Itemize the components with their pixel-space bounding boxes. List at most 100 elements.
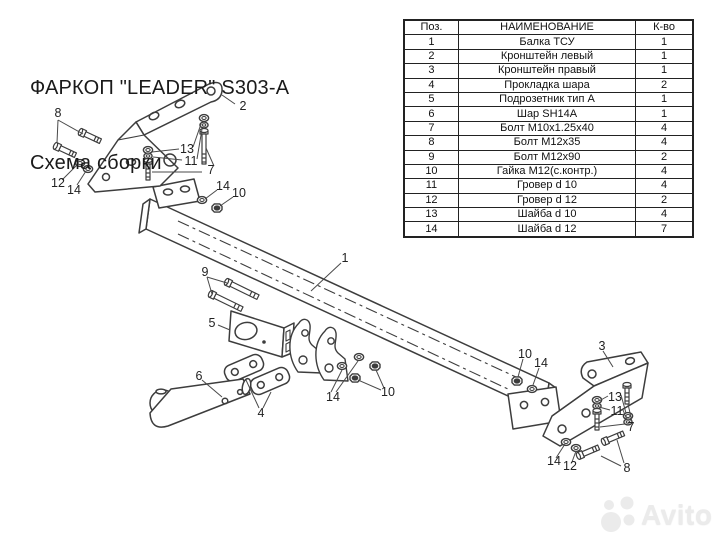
- cell-name: Кронштейн левый: [457, 48, 637, 65]
- cell-qty: 4: [635, 163, 694, 180]
- cell-name: Балка ТСУ: [457, 34, 637, 50]
- cell-name: Кронштейн правый: [457, 63, 637, 79]
- cell-pos: 2: [403, 48, 459, 65]
- table-header-row: Поз. НАИМЕНОВАНИЕ К-во: [403, 19, 694, 36]
- leader-lines: [56, 94, 633, 467]
- callout-14: 14: [67, 183, 81, 197]
- cell-pos: 9: [403, 149, 459, 165]
- left-bracket-part: [87, 81, 223, 193]
- callout-14e: 14: [547, 454, 561, 468]
- header-qty: К-во: [635, 19, 694, 36]
- callout-12: 12: [51, 176, 65, 190]
- cell-name: Гровер d 12: [457, 192, 637, 209]
- washer14-icon: [560, 437, 572, 447]
- cell-qty: 4: [635, 207, 694, 223]
- cell-qty: 1: [635, 91, 694, 108]
- header-name: НАИМЕНОВАНИЕ: [457, 19, 637, 36]
- cell-pos: 3: [403, 63, 459, 79]
- callout-14d: 14: [534, 356, 548, 370]
- cell-pos: 4: [403, 77, 459, 93]
- cell-pos: 8: [403, 135, 459, 151]
- cell-qty: 1: [635, 34, 694, 50]
- callout-2: 2: [240, 99, 247, 113]
- cell-name: Болт M10x1.25x40: [457, 120, 637, 137]
- cell-name: Болт M12x90: [457, 149, 637, 165]
- cell-qty: 1: [635, 63, 694, 79]
- cell-qty: 1: [635, 106, 694, 122]
- washer14-icon: [336, 361, 348, 371]
- title-line1: ФАРКОП "LEADER" S303-A: [30, 77, 290, 99]
- watermark-text: Avito: [641, 499, 713, 530]
- callout-8: 8: [55, 106, 62, 120]
- callout-7b: 7: [628, 420, 635, 434]
- cell-qty: 4: [635, 120, 694, 137]
- cell-pos: 14: [403, 221, 459, 238]
- cell-qty: 1: [635, 48, 694, 65]
- cell-name: Болт M12x35: [457, 135, 637, 151]
- callout-11: 11: [185, 154, 198, 168]
- callouts: 2 8 12 14 13 11 7 14 10 1 9 5 6 4 14 10 …: [51, 99, 634, 475]
- callout-13: 13: [180, 142, 194, 156]
- beam-mounting-tabs: [289, 318, 349, 382]
- callout-10: 10: [232, 186, 246, 200]
- cell-pos: 1: [403, 34, 459, 50]
- cell-name: Шайба d 12: [457, 221, 637, 238]
- callout-5: 5: [209, 316, 216, 330]
- callout-11b: 11: [611, 404, 624, 418]
- nut10-icon: [511, 376, 523, 386]
- ball-arm-part: [149, 377, 252, 428]
- cell-pos: 6: [403, 106, 459, 122]
- cell-name: Подрозетник тип А: [457, 91, 637, 108]
- cell-pos: 10: [403, 163, 459, 180]
- cell-qty: 2: [635, 149, 694, 165]
- cell-pos: 5: [403, 91, 459, 108]
- socket-plate-part: [228, 310, 295, 358]
- callout-10b: 10: [381, 385, 395, 399]
- callout-3: 3: [599, 339, 606, 353]
- callout-14c: 14: [326, 390, 340, 404]
- nut10-icon: [349, 373, 361, 383]
- cell-name: Шайба d 10: [457, 207, 637, 223]
- callout-1: 1: [342, 251, 349, 265]
- cell-name: Прокладка шара: [457, 77, 637, 93]
- cell-name: Гайка M12(с.контр.): [457, 163, 637, 180]
- watermark: Avito: [599, 496, 712, 534]
- cell-qty: 4: [635, 135, 694, 151]
- callout-4: 4: [258, 406, 265, 420]
- ball-gasket-parts: [223, 353, 291, 396]
- drawing-title: ФАРКОП "LEADER" S303-A Схема сборки: [30, 26, 289, 226]
- cell-pos: 13: [403, 207, 459, 223]
- callout-9: 9: [202, 265, 209, 279]
- bolt9-icon: [206, 289, 245, 314]
- washer14-icon: [526, 384, 538, 394]
- cell-qty: 2: [635, 77, 694, 93]
- header-pos: Поз.: [403, 19, 459, 36]
- beam-part: [138, 178, 562, 430]
- callout-7: 7: [208, 163, 215, 177]
- bolt8-icon: [599, 429, 626, 447]
- callout-6: 6: [196, 369, 203, 383]
- cell-qty: 7: [635, 221, 694, 238]
- cell-pos: 11: [403, 178, 459, 194]
- callout-10c: 10: [518, 347, 532, 361]
- washer14-icon: [353, 352, 365, 362]
- washer12-icon: [570, 443, 582, 453]
- cell-name: Гровер d 10: [457, 178, 637, 194]
- callout-13b: 13: [608, 390, 622, 404]
